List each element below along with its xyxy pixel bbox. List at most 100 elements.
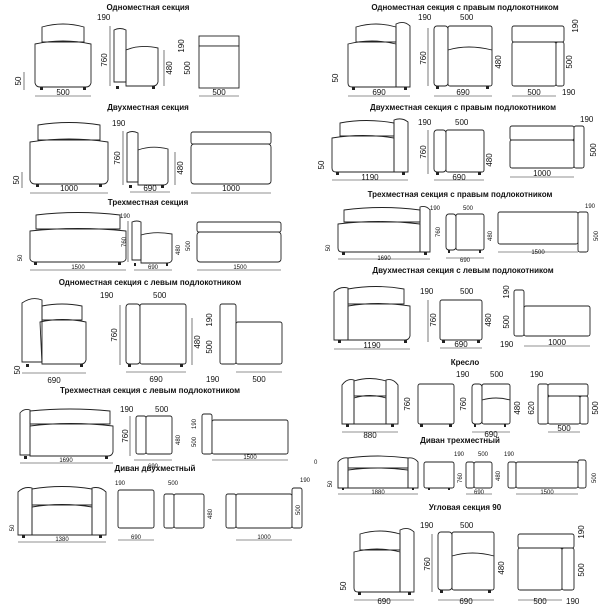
leg-height-dimension: 50	[328, 480, 334, 487]
section-title: Одноместная секция	[107, 3, 190, 12]
top-width-label: 500	[183, 61, 192, 75]
front-view: 1690	[19, 408, 114, 464]
top-arm-label: 190	[530, 370, 544, 379]
back-depth-dimension: 190	[97, 13, 111, 22]
top-length-dimension: 1500	[540, 490, 554, 496]
seat-height-dimension: 480	[513, 401, 522, 415]
height-dimension: 760	[121, 429, 130, 443]
top-length-dimension: 1000	[533, 169, 551, 178]
back-depth-dimension: 190	[430, 206, 441, 212]
top-length-dimension: 1500	[531, 250, 545, 256]
height-dimension: 760	[423, 557, 432, 571]
section-double-right-armrest: Двухместная секция с правым подлокотнико…	[317, 103, 598, 182]
depth-dimension: 690	[484, 430, 498, 439]
depth-dimension: 690	[131, 535, 142, 541]
side-view: 190 500 760 690 480	[420, 287, 493, 349]
top-length-dimension: 500	[527, 88, 541, 97]
seat-depth-dimension: 500	[478, 452, 489, 458]
section-armchair: Кресло 880 760 190 500 760 690 480	[341, 358, 600, 440]
leg-height-dimension: 50	[13, 365, 22, 374]
top-length-dimension: 1000	[548, 338, 566, 347]
height-dimension: 760	[403, 397, 412, 411]
top-depth-label: 190	[177, 39, 186, 53]
back-depth-dimension: 190	[456, 370, 470, 379]
top-depth-label: 500	[592, 472, 598, 483]
section-title: Угловая секция 90	[429, 503, 502, 512]
seat-height-dimension: 480	[485, 153, 494, 167]
front-view: 1690 50	[326, 205, 431, 262]
depth-dimension: 690	[474, 490, 485, 496]
back-depth-dimension: 190	[120, 405, 134, 414]
top-side-label: 500	[591, 401, 600, 415]
section-title: Одноместная секция с правым подлокотнико…	[371, 3, 558, 12]
section-single-left-armrest: Одноместная секция с левым подлокотником…	[13, 278, 283, 385]
side-view: 190 500 760 690 480	[100, 291, 202, 384]
back-depth-dimension: 190	[454, 452, 465, 458]
section-single-right-armrest: Одноместная секция с правым подлокотнико…	[331, 3, 580, 97]
back-depth-dimension: 190	[418, 118, 432, 127]
depth-dimension: 690	[456, 88, 470, 97]
top-arm-label: 190	[571, 19, 580, 33]
seat-height-dimension: 480	[494, 55, 503, 69]
depth-dimension: 690	[149, 375, 163, 384]
width-dimension: 1880	[371, 490, 385, 496]
depth-dimension: 690	[454, 340, 468, 349]
section-sofa-three-seat: Диван трехместный 1880 50 190 500 760 69…	[328, 436, 598, 496]
top-view: 1000	[190, 131, 272, 194]
back-depth-dimension: 190	[115, 481, 126, 487]
side-view: 190 500 760 690 480	[456, 370, 522, 439]
top-arm-label: 190	[192, 418, 198, 429]
top-length-dimension: 500	[252, 375, 266, 384]
back-depth-dimension: 190	[420, 521, 434, 530]
height-dimension: 760	[113, 151, 122, 165]
seat-height-dimension: 480	[165, 61, 174, 75]
side-view: 190 500 760 690 480	[120, 405, 182, 470]
depth-dimension: 690	[460, 258, 471, 264]
top-view: 190 500 1000	[509, 115, 598, 178]
depth-dimension: 690	[148, 265, 159, 271]
side-view: 190 500 760 690 480	[115, 481, 214, 541]
top-view: 190 500 500	[177, 35, 240, 97]
section-title: Диван двухместный	[115, 464, 196, 473]
seat-depth-dimension: 500	[155, 405, 169, 414]
width-dimension: 1190	[363, 341, 381, 350]
width-dimension: 500	[56, 88, 70, 97]
top-arm-label: 190	[585, 204, 596, 210]
top-view: 190 620 500 500	[527, 370, 600, 433]
top-depth-label: 500	[589, 143, 598, 157]
side-view: 190 500 760 690 480	[418, 118, 494, 182]
width-dimension: 690	[372, 88, 386, 97]
top-arm-bottom-label: 190	[206, 375, 220, 384]
top-view: 190 500 1500	[504, 452, 598, 496]
seat-depth-dimension: 500	[460, 13, 474, 22]
seat-height-dimension: 480	[208, 508, 214, 519]
seat-height-dimension: 480	[176, 434, 182, 445]
top-view: 190 500 1500	[192, 413, 289, 461]
front-view: 1380 50	[10, 486, 107, 543]
height-dimension: 760	[458, 472, 464, 483]
side-view: 190 500 760 690 480	[420, 521, 506, 606]
side-view: 190 500 760 690 480	[418, 13, 503, 97]
section-title: Двухместная секция	[107, 103, 189, 112]
width-dimension: 1000	[60, 184, 78, 193]
front-view: 1880 50	[328, 455, 419, 496]
section-title: Двухместная секция с правым подлокотнико…	[370, 103, 556, 112]
depth-dimension: 690	[143, 184, 157, 193]
section-sofa-two-seat: Диван двухместный 1380 50 190 500 760 69…	[10, 464, 311, 543]
front-view: 1190 50	[317, 118, 409, 182]
section-triple-right-armrest: Трехместная секция с правым подлокотнико…	[326, 190, 600, 264]
width-dimension: 1690	[59, 458, 73, 464]
top-depth-label: 620	[527, 401, 536, 415]
width-dimension: 690	[47, 376, 61, 385]
top-length-dimension: 500	[557, 424, 571, 433]
seat-height-dimension: 480	[488, 230, 494, 241]
side-height-dimension: 760	[459, 397, 468, 411]
section-title: Диван трехместный	[420, 436, 500, 445]
seat-height-dimension: 480	[497, 561, 506, 575]
section-single: Одноместная секция 500 50 190 760 480 19…	[14, 3, 240, 97]
leg-height-dimension: 50	[339, 581, 348, 590]
top-arm-label: 190	[300, 478, 311, 484]
top-depth-label: 500	[502, 315, 511, 329]
top-view: 190 500 500 190	[517, 525, 586, 606]
